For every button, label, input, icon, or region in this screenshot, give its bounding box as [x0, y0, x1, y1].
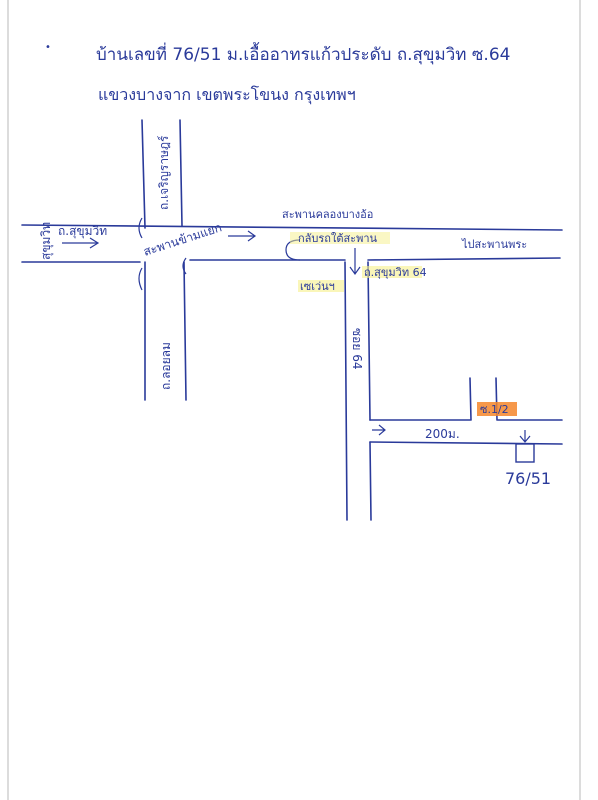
label-seven-eleven: เซเว่นฯ	[300, 280, 335, 293]
label-main-left: ถ.สุขุมวิท	[58, 224, 107, 239]
label-distance: 200ม.	[425, 427, 460, 441]
label-bridge-top: สะพานคลองบางอ้อ	[282, 208, 373, 221]
header-line2: แขวงบางจาก เขตพระโขนง กรุงเทพฯ	[98, 85, 356, 105]
intersection-curve-3	[138, 267, 143, 291]
arrow-main-road	[228, 230, 257, 242]
arrow-down-soi	[349, 248, 361, 276]
label-soi64: ถ.สุขุมวิท 64	[364, 266, 427, 279]
main-road-top-edge	[21, 224, 563, 231]
highlight-soi64	[362, 266, 422, 278]
house-marker	[515, 443, 535, 463]
main-road-bottom-edge-right	[367, 257, 561, 261]
label-soi-vertical: ซอย 64	[350, 328, 364, 369]
highlight-seven-eleven	[298, 280, 344, 292]
label-house-no: 76/51	[505, 469, 551, 488]
label-soi-sub: ซ.1/2	[480, 403, 509, 416]
header-line1: บ้านเลขที่ 76/51 ม.เอื้ออาทรแก้วประดับ ถ…	[96, 42, 510, 65]
highlight-uturn	[290, 232, 390, 244]
label-cross-top: ถ.เจริญราษฎร์	[157, 135, 171, 210]
label-right-end: ไปสะพานพระ	[461, 238, 527, 251]
label-left-vertical: สุขุมวิท	[39, 222, 54, 260]
highlight-soi-sub	[477, 402, 517, 416]
arrow-down-house	[519, 430, 531, 443]
intersection-curve-1	[138, 217, 143, 239]
cross-road-left-top	[141, 119, 146, 229]
soi-sub-left	[469, 377, 472, 421]
label-cross-bottom: ถ.ลอยลม	[159, 342, 173, 390]
pen-mark: •	[45, 42, 51, 53]
soi64-left-edge	[344, 261, 348, 521]
arrow-branch	[372, 424, 386, 436]
arrow-left-road	[62, 237, 100, 249]
cross-road-right-bottom	[183, 261, 187, 401]
soi64-right-edge-lower	[369, 441, 372, 521]
soi64-right-edge	[367, 261, 371, 421]
cross-road-right-top	[179, 119, 183, 227]
label-bridge-mid: กลับรถใต้สะพาน	[298, 232, 378, 245]
intersection-curve-2	[182, 257, 187, 275]
